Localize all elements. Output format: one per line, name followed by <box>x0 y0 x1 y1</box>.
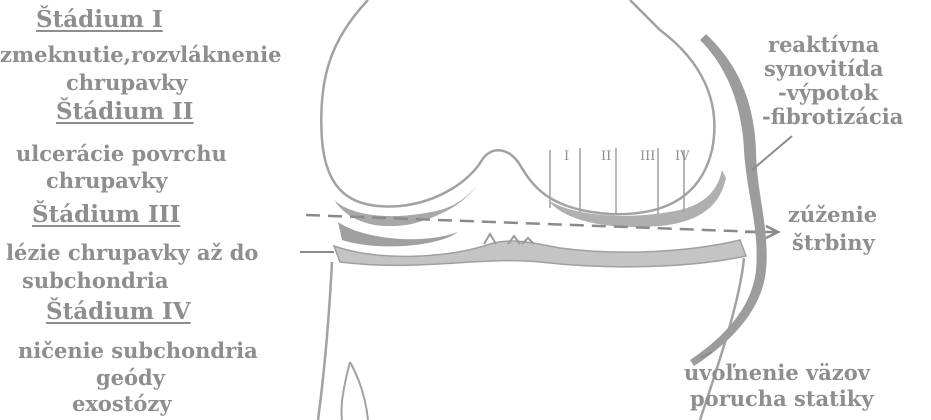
tibia-outline <box>318 258 744 420</box>
stage-2-desc-line1: ulcerácie povrchu <box>16 143 227 164</box>
synovitis-pointer <box>752 136 792 170</box>
synovitis-label-line1: reaktívna <box>768 34 879 55</box>
synovitis-label-line2: synovitída <box>764 58 883 79</box>
zone-label-ii: II <box>601 150 611 163</box>
stage-2-title: Štádium II <box>56 100 194 123</box>
stage-1-title: Štádium I <box>36 8 163 31</box>
stage-2-desc-line2: chrupavky <box>46 170 168 191</box>
narrowing-label-line2: štrbiny <box>792 232 875 253</box>
stage-3-desc-line2: subchondria <box>22 270 168 291</box>
zone-label-iv: IV <box>675 150 690 163</box>
stage-3-desc-line1: lézie chrupavky až do <box>6 242 258 263</box>
stage-3-title: Štádium III <box>32 203 180 226</box>
stage-4-title: Štádium IV <box>46 300 191 323</box>
stage-4-desc-line1: ničenie subchondria <box>18 340 258 361</box>
ligaments-label-line1: uvoľnenie väzov <box>684 362 870 383</box>
zone-dividers <box>550 148 684 214</box>
stage-1-desc-line1: zmeknutie,rozvláknenie <box>0 44 282 65</box>
zone-label-iii: III <box>640 150 655 163</box>
zone-label-i: I <box>564 150 569 163</box>
synovial-capsule <box>690 34 767 366</box>
synovitis-label-line4: -fibrotizácia <box>762 106 903 127</box>
ligaments-label-line2: porucha statiky <box>690 388 874 409</box>
narrowing-label-line1: zúženie <box>788 204 877 225</box>
synovitis-label-line3: -výpotok <box>778 82 878 103</box>
fibula-outline <box>341 362 368 420</box>
stage-1-desc-line2: chrupavky <box>66 72 188 93</box>
femur-outline <box>321 0 714 214</box>
stage-4-desc-line2: geódy <box>96 367 165 388</box>
stage-4-desc-line3: exostózy <box>72 393 172 414</box>
